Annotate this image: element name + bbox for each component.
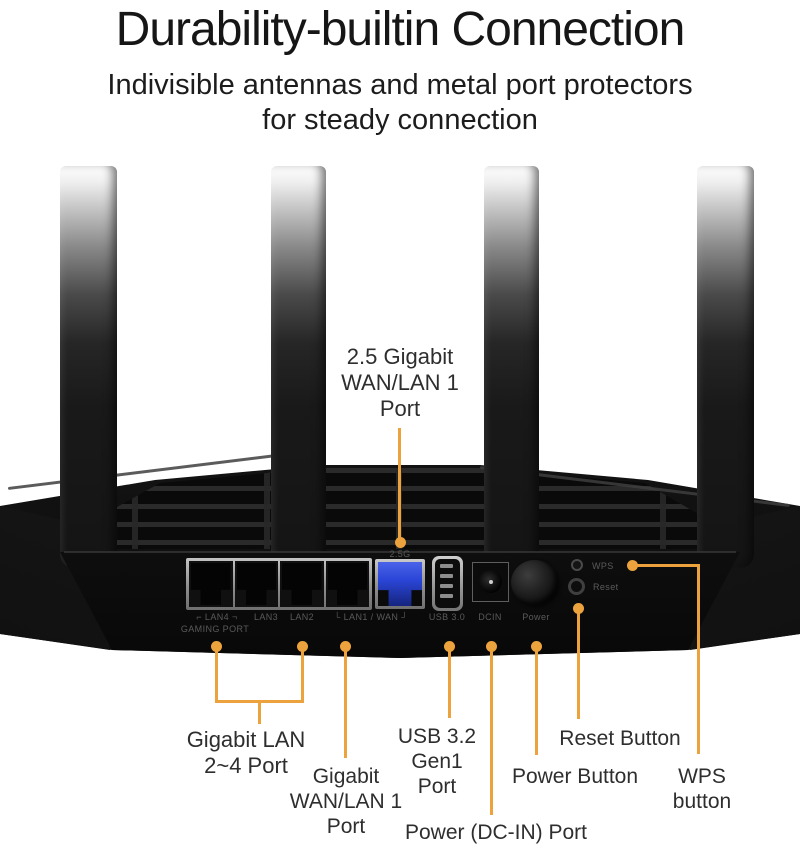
callout-wan25-dot bbox=[395, 537, 406, 548]
callout-lan-label: Gigabit LAN 2~4 Port bbox=[186, 727, 306, 778]
front-face-top-edge bbox=[64, 551, 736, 553]
lan-port-4 bbox=[189, 561, 233, 607]
wan-speed-tag: 2.5G bbox=[389, 549, 411, 559]
power-button bbox=[511, 560, 558, 605]
usb-contact bbox=[440, 564, 453, 568]
dc-in-pin-highlight bbox=[489, 580, 493, 584]
reset-button bbox=[568, 578, 585, 595]
page-subtitle: Indivisible antennas and metal port prot… bbox=[0, 68, 800, 138]
rj45-opening bbox=[191, 563, 231, 605]
callout-wps-hline bbox=[634, 564, 700, 567]
callout-usb-line bbox=[448, 646, 451, 718]
callout-wps-label: WPS button bbox=[672, 765, 732, 813]
usb-contact bbox=[440, 574, 453, 578]
page-title: Durability-builtin Connection bbox=[115, 3, 686, 56]
callout-dcin-line bbox=[490, 646, 493, 815]
dc-in-hole bbox=[479, 570, 502, 593]
lan-port-block bbox=[186, 558, 372, 610]
callout-lan-line-1 bbox=[215, 646, 218, 703]
callout-wan1-label: Gigabit WAN/LAN 1 Port bbox=[289, 765, 403, 838]
lan-port-1 bbox=[325, 561, 369, 607]
subtitle-line-1: Indivisible antennas and metal port prot… bbox=[107, 69, 693, 101]
callout-usb-label: USB 3.2 Gen1 Port bbox=[397, 725, 477, 798]
callout-wps-dot bbox=[627, 560, 638, 571]
gaming-port-label: GAMING PORT bbox=[180, 624, 250, 634]
callout-reset-line bbox=[577, 608, 580, 719]
lan3-label: LAN3 bbox=[253, 612, 279, 622]
callout-wan1-line bbox=[344, 646, 347, 758]
antenna-4 bbox=[697, 166, 754, 568]
usb-contact bbox=[440, 594, 453, 598]
wps-button bbox=[571, 559, 583, 571]
callout-power-label: Power Button bbox=[511, 765, 639, 788]
callout-power-line bbox=[535, 646, 538, 755]
antenna-2 bbox=[271, 166, 326, 568]
rj45-opening bbox=[327, 563, 367, 605]
wan-port-2-5g bbox=[375, 559, 425, 609]
lan1-wan-label: └ LAN1 / WAN ┘ bbox=[333, 612, 409, 622]
callout-lan-line-2 bbox=[301, 646, 304, 703]
callout-dcin-label: Power (DC-IN) Port bbox=[404, 821, 588, 844]
lan-port-2 bbox=[280, 561, 324, 607]
reset-button-label: Reset bbox=[593, 582, 619, 592]
callout-lan-stem bbox=[258, 700, 261, 724]
antenna-3 bbox=[484, 166, 539, 568]
antenna-1 bbox=[60, 166, 117, 568]
lan-port-3 bbox=[234, 561, 278, 607]
dcin-label: DCIN bbox=[478, 612, 502, 622]
callout-wps-vline bbox=[697, 564, 700, 754]
callout-reset-label: Reset Button bbox=[559, 727, 681, 750]
dc-in-jack bbox=[472, 562, 509, 602]
usb-contact bbox=[440, 584, 453, 588]
lan2-label: LAN2 bbox=[289, 612, 315, 622]
callout-wan25-label: 2.5 Gigabit WAN/LAN 1 Port bbox=[341, 344, 459, 421]
callout-wan25-line bbox=[398, 428, 401, 542]
usb-port bbox=[432, 556, 463, 611]
power-label: Power bbox=[522, 612, 550, 622]
usb30-label: USB 3.0 bbox=[428, 612, 466, 622]
subtitle-line-2: for steady connection bbox=[262, 104, 538, 136]
rj45-opening bbox=[282, 563, 322, 605]
lan4-label: ⌐ LAN4 ¬ bbox=[196, 612, 238, 622]
rj45-opening bbox=[236, 563, 276, 605]
wps-button-label: WPS bbox=[592, 561, 614, 571]
